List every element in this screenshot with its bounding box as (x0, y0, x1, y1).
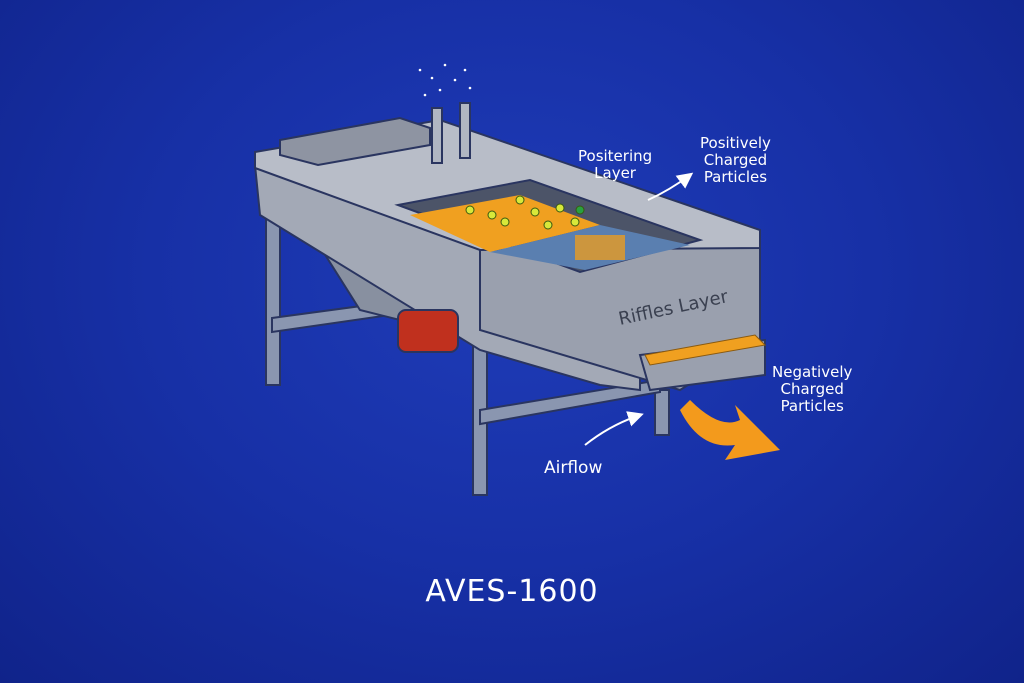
positively-charged-label: Positively Charged Particles (700, 134, 771, 186)
feed-trough (279, 116, 431, 167)
positering-layer-label: Positering Layer (578, 147, 653, 182)
motor (397, 309, 459, 353)
airflow-label: Airflow (544, 458, 603, 478)
exhaust-pipes (431, 102, 471, 164)
exhaust-dots (418, 63, 472, 97)
product-title: AVES-1600 (425, 574, 599, 609)
negatively-charged-label: Negatively Charged Particles (772, 363, 853, 415)
positive-arrow (647, 172, 694, 201)
particles (465, 195, 585, 230)
airflow-arrow (584, 411, 644, 446)
negative-flow-arrow (680, 400, 780, 460)
